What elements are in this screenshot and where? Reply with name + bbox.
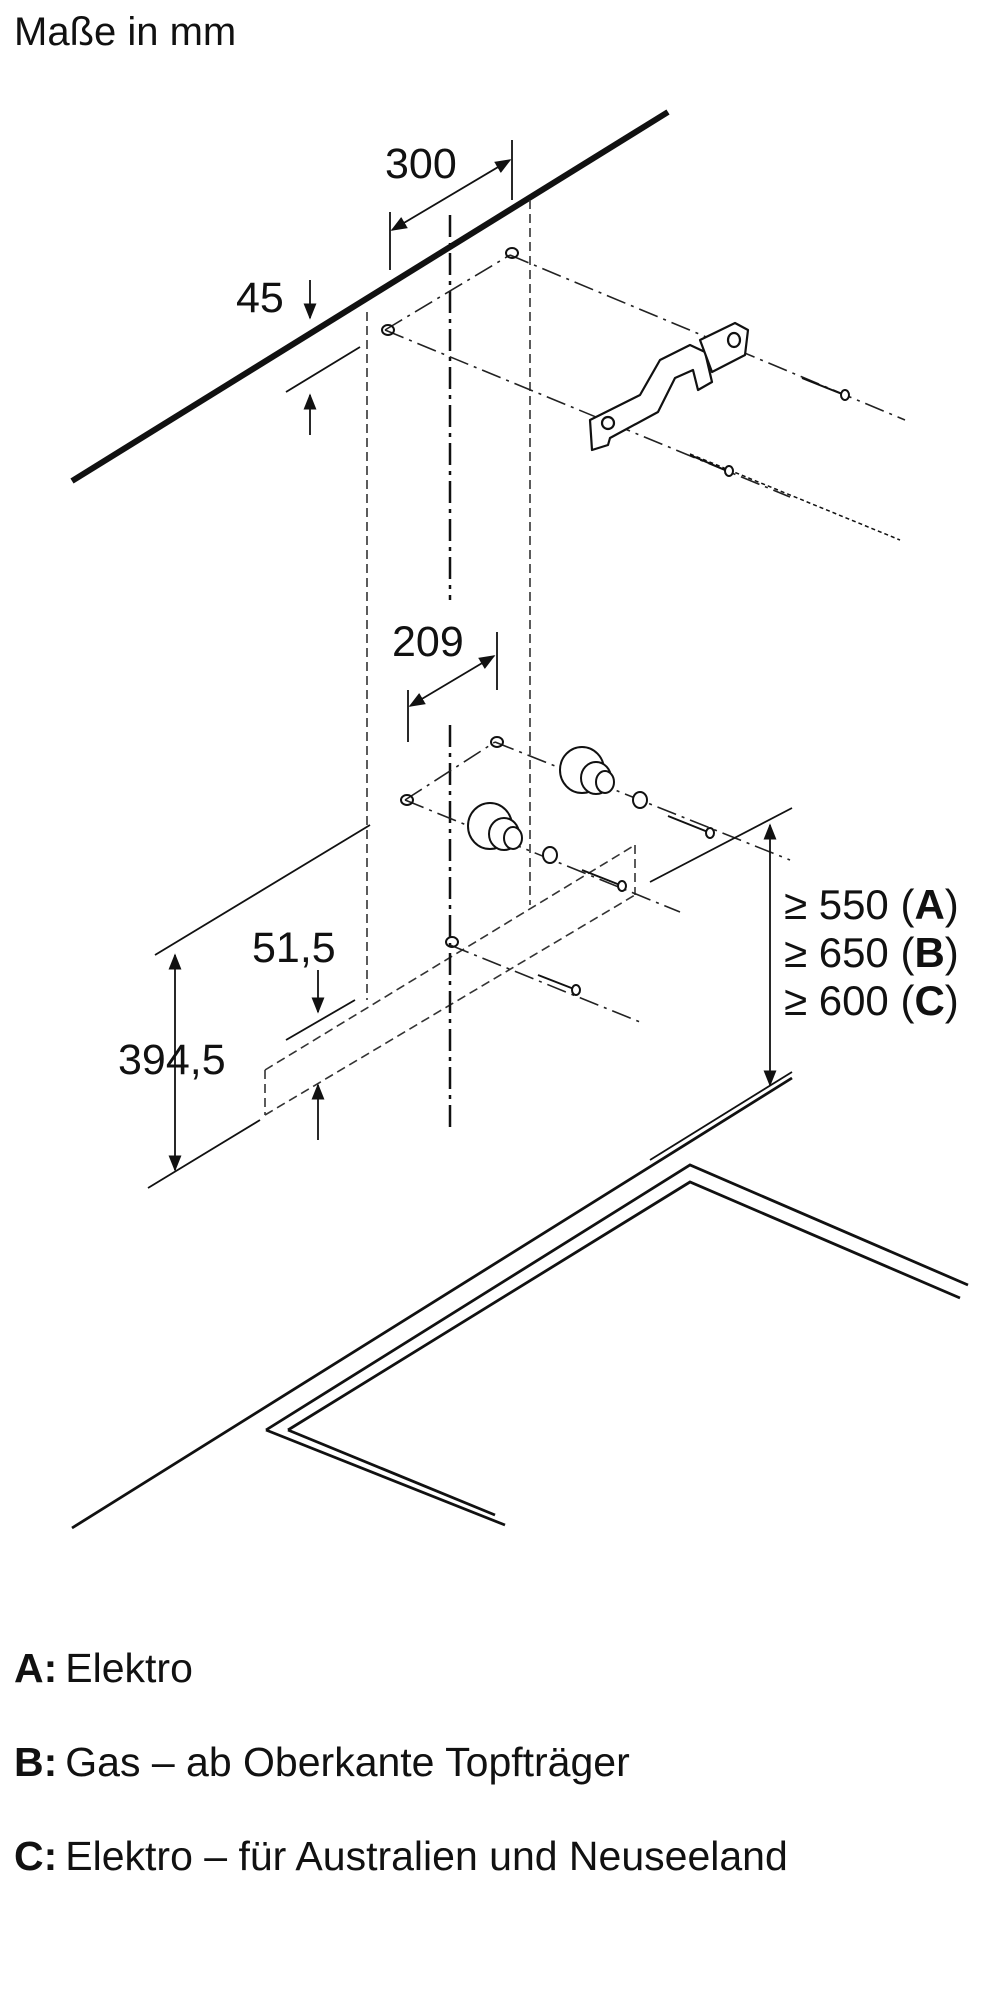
legend-a: A:Elektro (14, 1648, 193, 1689)
drill-holes (381, 247, 519, 948)
dimension-45-label: 45 (236, 274, 284, 322)
screws (537, 377, 901, 996)
legend-b: B:Gas – ab Oberkante Topfträger (14, 1742, 630, 1783)
legend-key-b: B: (14, 1739, 58, 1785)
wall-plugs (467, 746, 648, 864)
requirement-c: ≥ 600 (C) (784, 977, 959, 1024)
legend-text-b: Gas – ab Oberkante Topfträger (65, 1739, 630, 1785)
dimension-394-5-label: 394,5 (118, 1036, 226, 1084)
dimension-300 (389, 140, 513, 270)
wall-edge-line (70, 109, 670, 484)
installation-diagram: 300 45 209 51,5 394,5 ≥ 550 (A) ≥ 650 (B… (70, 109, 969, 1530)
dimension-51-5-label: 51,5 (252, 924, 336, 972)
legend-text-a: Elektro (65, 1645, 193, 1691)
dimension-209-label: 209 (392, 618, 464, 666)
cooktop (71, 1076, 969, 1530)
mounting-bracket (588, 321, 750, 452)
page-title: Maße in mm (14, 10, 237, 54)
requirement-a: ≥ 550 (A) (784, 881, 959, 928)
dimension-min-distance (649, 807, 793, 1161)
dimension-45 (285, 280, 361, 435)
legend-text-c: Elektro – für Australien und Neuseeland (65, 1833, 788, 1879)
requirement-b: ≥ 650 (B) (784, 929, 959, 976)
legend-c: C:Elektro – für Australien und Neuseelan… (14, 1836, 788, 1877)
dimension-394-5 (147, 824, 371, 1189)
dimension-209 (407, 632, 498, 742)
legend-key-a: A: (14, 1645, 58, 1691)
dimension-51-5 (285, 970, 356, 1140)
legend-key-c: C: (14, 1833, 58, 1879)
dimension-300-label: 300 (385, 140, 457, 188)
